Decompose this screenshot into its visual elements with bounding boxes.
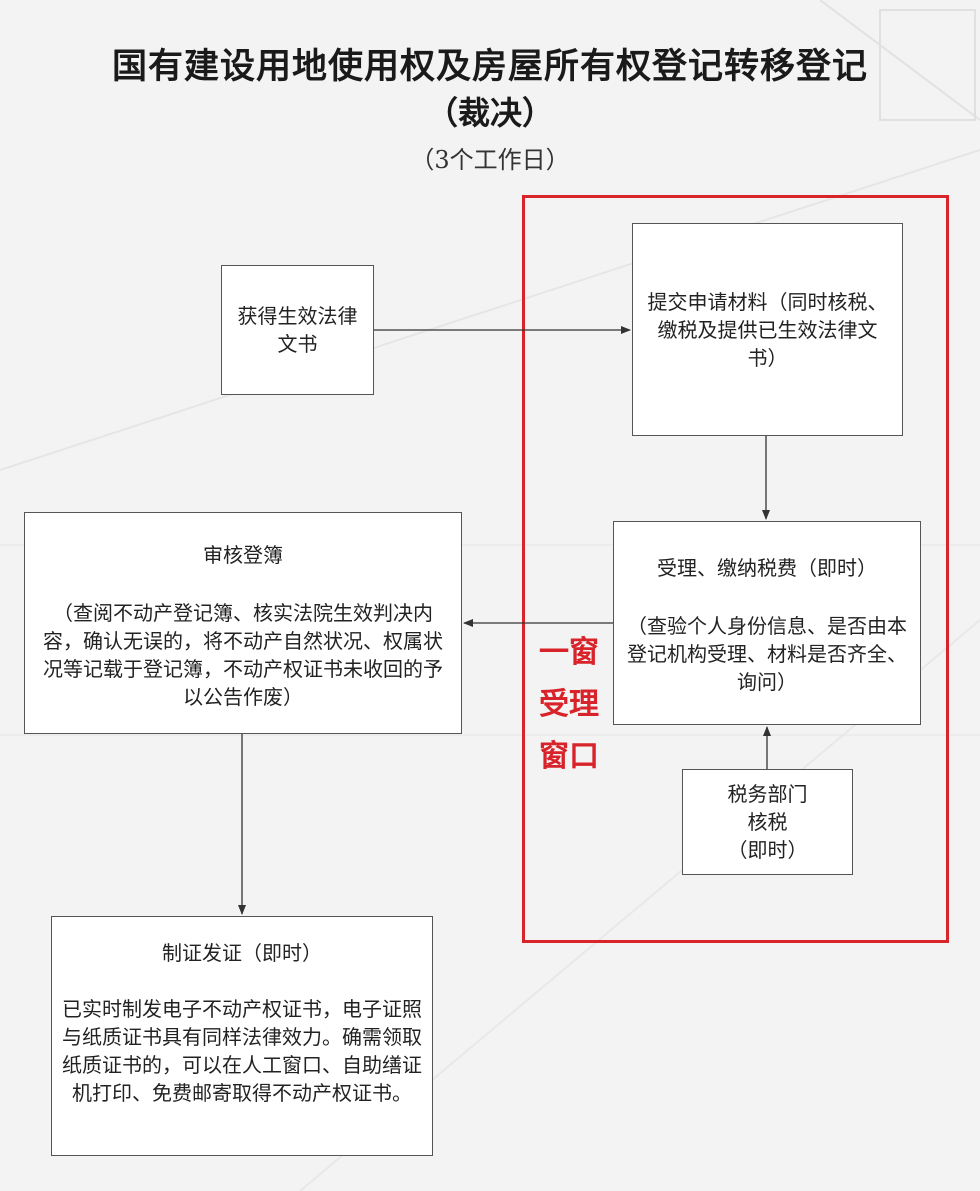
step-accept-details: （查验个人身份信息、是否由本登记机构受理、材料是否齐全、询问） [627, 614, 907, 694]
window-label-line1: 一窗 [539, 635, 599, 670]
window-label-line3: 窗口 [539, 739, 599, 774]
duration-note: （3个工作日） [410, 146, 570, 174]
tax-check-label: 核税 [747, 810, 788, 834]
one-window-frame [522, 195, 949, 943]
page-subtitle: （裁决） [425, 94, 554, 132]
step-issue-heading: 制证发证（即时） [162, 941, 322, 965]
step-accept-pay-tax: 受理、缴纳税费（即时） （查验个人身份信息、是否由本登记机构受理、材料是否齐全、… [613, 521, 921, 725]
step-issue-certificate: 制证发证（即时） 已实时制发电子不动产权证书，电子证照与纸质证书具有同样法律效力… [51, 916, 433, 1156]
page-title: 国有建设用地使用权及房屋所有权登记转移登记 [111, 47, 868, 87]
step-review-details: （查阅不动产登记簿、核实法院生效判决内容，确认无误的，将不动产自然状况、权属状况… [43, 601, 443, 709]
step-obtain-legal-document: 获得生效法律文书 [221, 265, 374, 395]
one-window-label: 一窗 受理 窗口 [533, 627, 605, 783]
window-label-line2: 受理 [539, 687, 599, 722]
step-submit-text: 提交申请材料（同时核税、缴税及提供已生效法律文书） [647, 289, 888, 370]
step-tax-department: 税务部门 核税 （即时） [682, 769, 853, 875]
step-review-register: 审核登簿 （查阅不动产登记簿、核实法院生效判决内容，确认无误的，将不动产自然状况… [24, 512, 462, 734]
step-submit-materials: 提交申请材料（同时核税、缴税及提供已生效法律文书） [632, 223, 903, 436]
step-issue-details: 已实时制发电子不动产权证书，电子证照与纸质证书具有同样法律效力。确需领取纸质证书… [62, 997, 422, 1105]
tax-immediate-label: （即时） [727, 838, 808, 862]
step-accept-heading: 受理、缴纳税费（即时） [657, 556, 877, 580]
tax-department-label: 税务部门 [727, 782, 808, 806]
step-obtain-text: 获得生效法律文书 [237, 304, 358, 356]
step-review-heading: 审核登簿 [203, 543, 283, 567]
